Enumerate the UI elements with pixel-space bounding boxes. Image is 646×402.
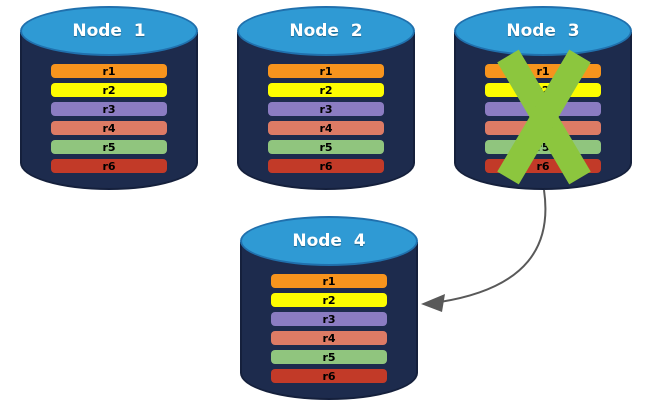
record-bar-r4: r4	[271, 331, 387, 345]
node-1-records: r1 r2 r3 r4 r5 r6	[51, 64, 167, 173]
record-bar-r2: r2	[271, 293, 387, 307]
record-bar-r4: r4	[268, 121, 384, 135]
node-2-cylinder-top	[237, 6, 415, 56]
node-1-cylinder-top	[20, 6, 198, 56]
node-2-cylinder: Node 2 r1 r2 r3 r4 r5 r6	[237, 6, 415, 190]
record-bar-r3: r3	[268, 102, 384, 116]
record-bar-r6: r6	[51, 159, 167, 173]
node-2-title: Node 2	[289, 21, 363, 41]
node-4-title: Node 4	[292, 231, 366, 251]
record-bar-r4: r4	[51, 121, 167, 135]
record-bar-r6: r6	[271, 369, 387, 383]
record-bar-r5: r5	[268, 140, 384, 154]
record-bar-r3: r3	[271, 312, 387, 326]
record-bar-r2: r2	[268, 83, 384, 97]
record-bar-r1: r1	[268, 64, 384, 78]
node-3-title: Node 3	[506, 21, 580, 41]
record-bar-r6: r6	[268, 159, 384, 173]
record-bar-r1: r1	[51, 64, 167, 78]
record-bar-r2: r2	[51, 83, 167, 97]
node-1-title: Node 1	[72, 21, 146, 41]
node-4-cylinder-top	[240, 216, 418, 266]
node-1-cylinder: Node 1 r1 r2 r3 r4 r5 r6	[20, 6, 198, 190]
node-4-cylinder: Node 4 r1 r2 r3 r4 r5 r6	[240, 216, 418, 400]
node-4-records: r1 r2 r3 r4 r5 r6	[271, 274, 387, 383]
node-3-cylinder-top	[454, 6, 632, 56]
record-bar-r3: r3	[51, 102, 167, 116]
record-bar-r5: r5	[51, 140, 167, 154]
record-bar-r5: r5	[271, 350, 387, 364]
failure-x-icon	[497, 49, 591, 185]
node-2-records: r1 r2 r3 r4 r5 r6	[268, 64, 384, 173]
record-bar-r1: r1	[271, 274, 387, 288]
